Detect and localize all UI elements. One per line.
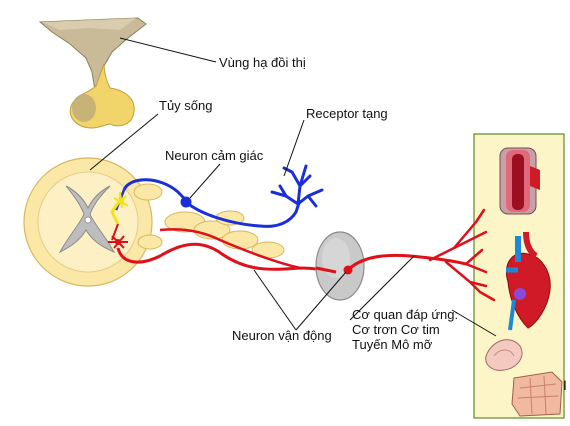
hypothalamus-illustration [38, 17, 147, 129]
autonomic-ganglion [315, 231, 365, 301]
leader-receptor [283, 119, 305, 177]
preganglionic-neuron [108, 223, 337, 274]
interneuron [110, 191, 129, 225]
blood-vessel-illustration [499, 147, 540, 215]
edge-mark: I [563, 377, 567, 393]
leader-lines [89, 37, 497, 337]
label-visceral-receptor: Receptor tạng [306, 106, 388, 121]
label-effector-line2: Cơ trơn Cơ tim [352, 322, 440, 337]
label-sensory-neuron: Neuron cảm giác [165, 148, 264, 163]
label-effector-title: Cơ quan đáp ứng: [352, 307, 459, 322]
nerve-sheath [164, 210, 285, 259]
label-effector-line3: Tuyến Mô mỡ [352, 337, 433, 352]
leader-hypothalamus [119, 37, 217, 63]
label-motor-neuron: Neuron vận động [232, 328, 332, 343]
heart-illustration [506, 231, 551, 331]
leader-motor-neuron-1 [253, 269, 297, 331]
effector-panel [473, 133, 565, 419]
postganglionic-neuron [315, 208, 496, 302]
gland-illustration [485, 339, 523, 371]
leader-motor-neuron-2 [295, 271, 347, 331]
label-hypothalamus: Vùng hạ đồi thị [219, 55, 306, 70]
leader-effector-2 [451, 309, 497, 337]
label-spinal-cord: Tủy sống [159, 98, 213, 113]
adipose-tissue-illustration [511, 371, 563, 417]
leader-effector-1 [349, 255, 415, 321]
spinal-cord-cross-section [23, 157, 163, 287]
leader-spinal-cord [89, 113, 159, 171]
leader-sensory-neuron [189, 163, 221, 199]
